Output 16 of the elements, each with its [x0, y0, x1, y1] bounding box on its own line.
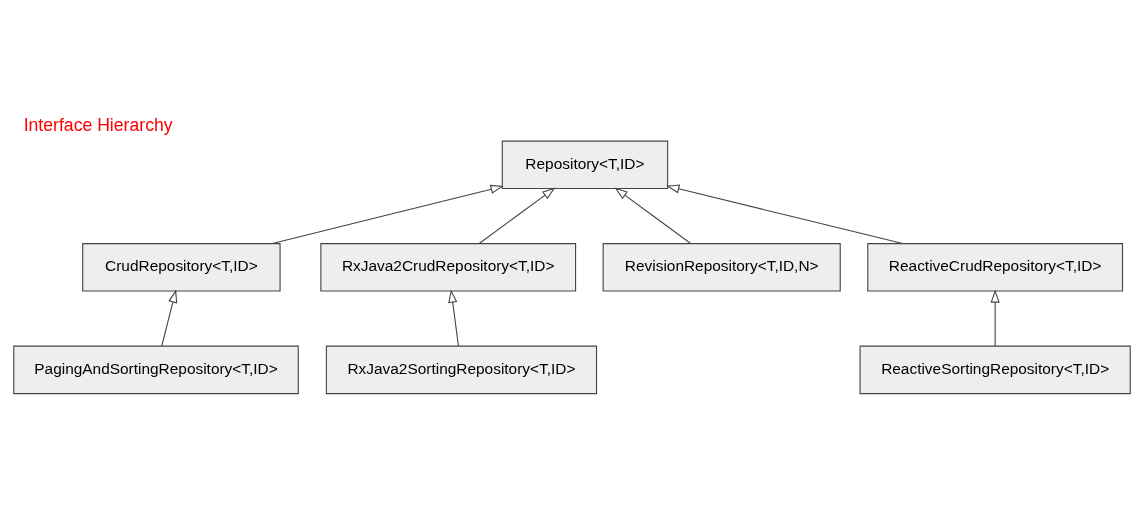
node-box: ReactiveSortingRepository<T,ID>: [859, 345, 1131, 395]
node-box: ReactiveCrudRepository<T,ID>: [867, 243, 1124, 292]
arrow: [666, 184, 904, 245]
node-box: CrudRepository<T,ID>: [82, 243, 281, 292]
arrow: [271, 184, 504, 245]
node-box: PagingAndSortingRepository<T,ID>: [13, 345, 299, 395]
arrow: [161, 289, 178, 347]
node-box: RxJava2CrudRepository<T,ID>: [320, 243, 577, 292]
node-box: Repository<T,ID>: [501, 140, 669, 190]
arrow: [614, 187, 692, 244]
arrow: [478, 187, 556, 244]
node-box: RevisionRepository<T,ID,N>: [602, 243, 841, 292]
diagram-title: Interface Hierarchy: [23, 114, 173, 135]
arrow: [448, 289, 459, 347]
node-box: RxJava2SortingRepository<T,ID>: [325, 345, 598, 395]
arrow: [990, 289, 1000, 347]
